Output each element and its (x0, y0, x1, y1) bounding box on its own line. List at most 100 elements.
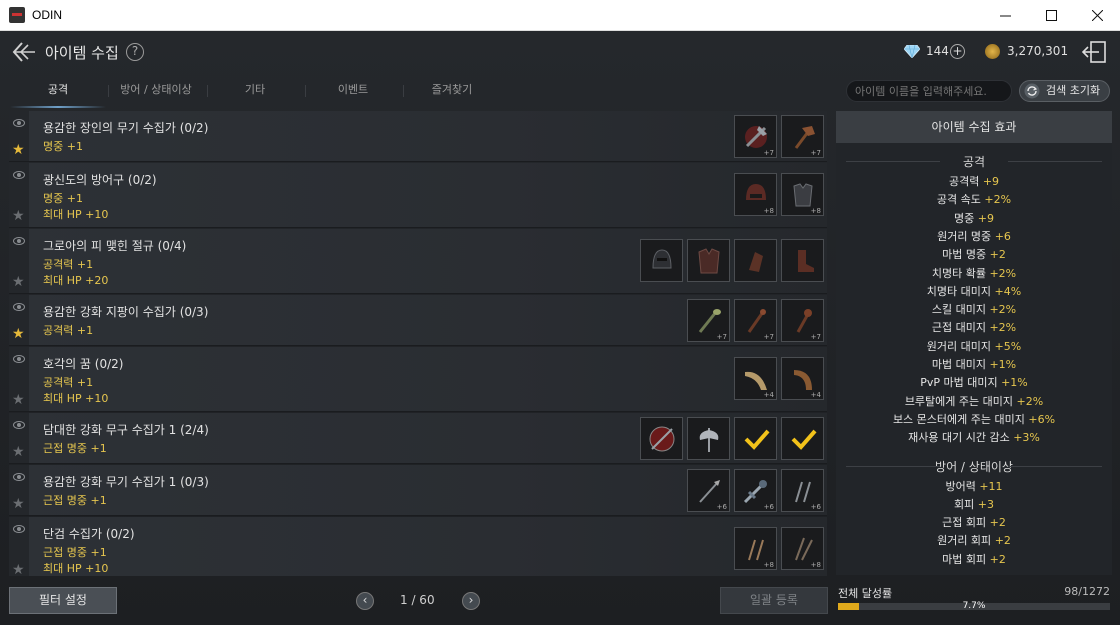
effect-name: 스킬 대미지 (931, 303, 986, 317)
item-slot[interactable]: +8 (734, 527, 777, 570)
item-slot[interactable]: +7 (781, 115, 824, 158)
tab-defense-status[interactable]: 방어 / 상태이상 (120, 83, 192, 96)
item-slot[interactable]: +4 (734, 357, 777, 400)
item-slot[interactable]: +7 (781, 299, 824, 342)
star-icon[interactable]: ★ (12, 496, 25, 512)
list-item[interactable]: ★ 담대한 강화 무구 수집가 1 (2/4) 근접 명중 +1 (9, 413, 827, 464)
star-icon[interactable]: ★ (12, 562, 25, 576)
effect-value: +2 (989, 516, 1006, 530)
progress-percent: 7.7% (962, 601, 986, 611)
effects-panel-title: 아이템 수집 효과 (836, 111, 1112, 143)
list-item[interactable]: ★ 단검 수집가 (0/2) 근접 명중 +1 최대 HP +10 +8 +8 (9, 517, 827, 576)
item-level: +8 (763, 207, 774, 215)
star-icon[interactable]: ★ (12, 326, 25, 342)
star-icon[interactable]: ★ (12, 392, 25, 408)
effect-line: 재사용 대기 시간 감소 +3% (836, 429, 1112, 445)
tab-etc[interactable]: 기타 (244, 83, 266, 96)
search-input[interactable] (846, 80, 1012, 102)
effect-name: 원거리 대미지 (926, 339, 992, 353)
staff-icon (796, 309, 812, 333)
collection-name: 용감한 강화 지팡이 수집가 (0/3) (43, 305, 209, 319)
progress-bar (838, 603, 1110, 610)
item-slot[interactable]: +7 (734, 299, 777, 342)
collection-stat: 근접 명중 +1 (43, 546, 107, 559)
search-reset-button[interactable]: 검색 초기화 (1019, 80, 1110, 102)
item-slot[interactable] (640, 417, 683, 460)
item-level: +6 (763, 503, 774, 511)
eye-icon[interactable] (13, 355, 25, 363)
item-slot[interactable]: +8 (781, 527, 824, 570)
effect-value: +2% (989, 321, 1017, 335)
star-icon[interactable]: ★ (12, 208, 25, 224)
eye-icon[interactable] (13, 119, 25, 127)
tab-favorites[interactable]: 즐겨찾기 (431, 83, 473, 96)
minimize-button[interactable] (982, 0, 1028, 31)
item-slot[interactable] (781, 417, 824, 460)
item-slot[interactable]: +4 (781, 357, 824, 400)
total-progress: 전체 달성률 98/1272 7.7% (836, 579, 1112, 619)
effect-value: +1% (1001, 376, 1028, 390)
item-slot[interactable]: +8 (781, 173, 824, 216)
eye-icon[interactable] (13, 525, 25, 533)
list-item[interactable]: ★ 용감한 강화 무기 수집가 1 (0/3) 근접 명중 +1 +6 +6 +… (9, 465, 827, 516)
effect-value: +11 (979, 479, 1003, 493)
item-slot[interactable]: +6 (687, 469, 730, 512)
exit-icon[interactable] (1080, 39, 1110, 65)
eye-icon[interactable] (13, 237, 25, 245)
pagination: ‹ 1 / 60 › (356, 592, 482, 610)
item-slot[interactable]: +7 (734, 115, 777, 158)
effect-value: +6% (1028, 412, 1056, 426)
item-slots: +8 +8 (734, 527, 824, 570)
collection-stat: 최대 HP +10 (43, 208, 109, 221)
list-item[interactable]: ★ 그로아의 피 맺힌 절규 (0/4) 공격력 +1 최대 HP +20 (9, 229, 827, 294)
list-item[interactable]: ★ 호각의 꿈 (0/2) 공격력 +1 최대 HP +10 +4 +4 (9, 347, 827, 412)
item-slots (640, 417, 824, 460)
effect-line: 근접 회피 +2 (836, 514, 1112, 530)
gold-coin-icon (985, 44, 1000, 59)
eye-icon[interactable] (13, 421, 25, 429)
effect-name: 마법 대미지 (931, 358, 986, 371)
item-slot[interactable]: +7 (687, 299, 730, 342)
star-icon[interactable]: ★ (12, 142, 25, 158)
tab-attack[interactable]: 공격 (10, 75, 106, 108)
bulk-register-button[interactable]: 일괄 등록 (720, 587, 828, 614)
item-slot[interactable] (781, 239, 824, 282)
star-icon[interactable]: ★ (12, 444, 25, 460)
item-slots: +4 +4 (734, 357, 824, 400)
eye-icon[interactable] (13, 171, 25, 179)
filter-settings-button[interactable]: 필터 설정 (9, 587, 117, 614)
close-button[interactable] (1074, 0, 1120, 31)
item-slot[interactable]: +6 (734, 469, 777, 512)
eye-icon[interactable] (13, 473, 25, 481)
maximize-button[interactable] (1028, 0, 1074, 31)
item-slot[interactable] (640, 239, 683, 282)
item-slot[interactable] (734, 239, 777, 282)
effect-line: 원거리 명중 +6 (836, 228, 1112, 244)
item-slot[interactable] (687, 417, 730, 460)
next-page-button[interactable]: › (462, 592, 480, 610)
item-slot[interactable] (687, 239, 730, 282)
eye-icon[interactable] (13, 303, 25, 311)
close-icon (1091, 10, 1103, 21)
item-level: +8 (810, 561, 821, 569)
list-item[interactable]: ★ 용감한 강화 지팡이 수집가 (0/3) 공격력 +1 +7 +7 +7 (9, 295, 827, 346)
sword-icon (743, 480, 767, 504)
tab-event[interactable]: 이벤트 (337, 83, 369, 96)
item-slot[interactable]: +6 (781, 469, 824, 512)
back-arrow-icon[interactable] (12, 41, 36, 63)
star-icon[interactable]: ★ (12, 274, 25, 290)
list-item[interactable]: ★ 광신도의 방어구 (0/2) 명중 +1 최대 HP +10 +8 +8 (9, 163, 827, 228)
prev-page-button[interactable]: ‹ (356, 592, 374, 610)
item-slot[interactable] (734, 417, 777, 460)
effect-name: 마법 명중 (942, 248, 987, 262)
item-level: +7 (810, 149, 821, 157)
list-item[interactable]: ★ 용감한 장인의 무기 수집가 (0/2) 명중 +1 +7 +7 (9, 111, 827, 162)
item-slot[interactable]: +8 (734, 173, 777, 216)
collection-stat: 명중 +1 (43, 140, 83, 153)
collection-stat: 명중 +1 (43, 192, 83, 205)
help-icon[interactable]: ? (126, 43, 144, 61)
add-diamond-button[interactable]: + (950, 44, 965, 59)
effect-line: 마법 명중 +2 (836, 246, 1112, 262)
effect-line: 마법 대미지 +1% (836, 356, 1112, 372)
